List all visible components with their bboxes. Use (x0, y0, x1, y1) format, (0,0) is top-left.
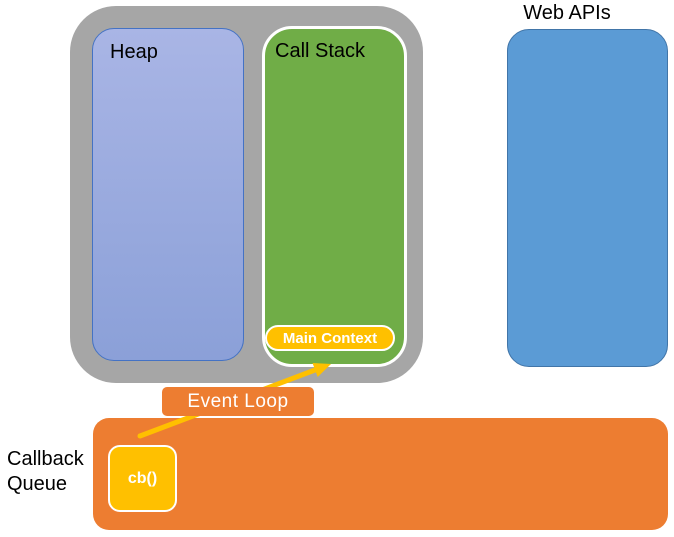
main-context-label: Main Context (282, 329, 378, 347)
callback-item-label: cb() (127, 469, 158, 487)
heap-box: Heap (92, 28, 244, 361)
call-stack-box: Call Stack (262, 26, 407, 367)
callback-item-badge: cb() (108, 445, 177, 512)
callback-queue-box (93, 418, 668, 530)
main-context-badge: Main Context (265, 325, 395, 351)
heap-label: Heap (110, 41, 158, 63)
event-loop-box: Event Loop (162, 387, 314, 416)
call-stack-label: Call Stack (275, 40, 366, 62)
web-apis-title: Web APIs (523, 2, 611, 24)
web-apis-box (507, 29, 668, 367)
callback-queue-title: Callback Queue (7, 448, 84, 495)
event-loop-label: Event Loop (187, 390, 289, 412)
